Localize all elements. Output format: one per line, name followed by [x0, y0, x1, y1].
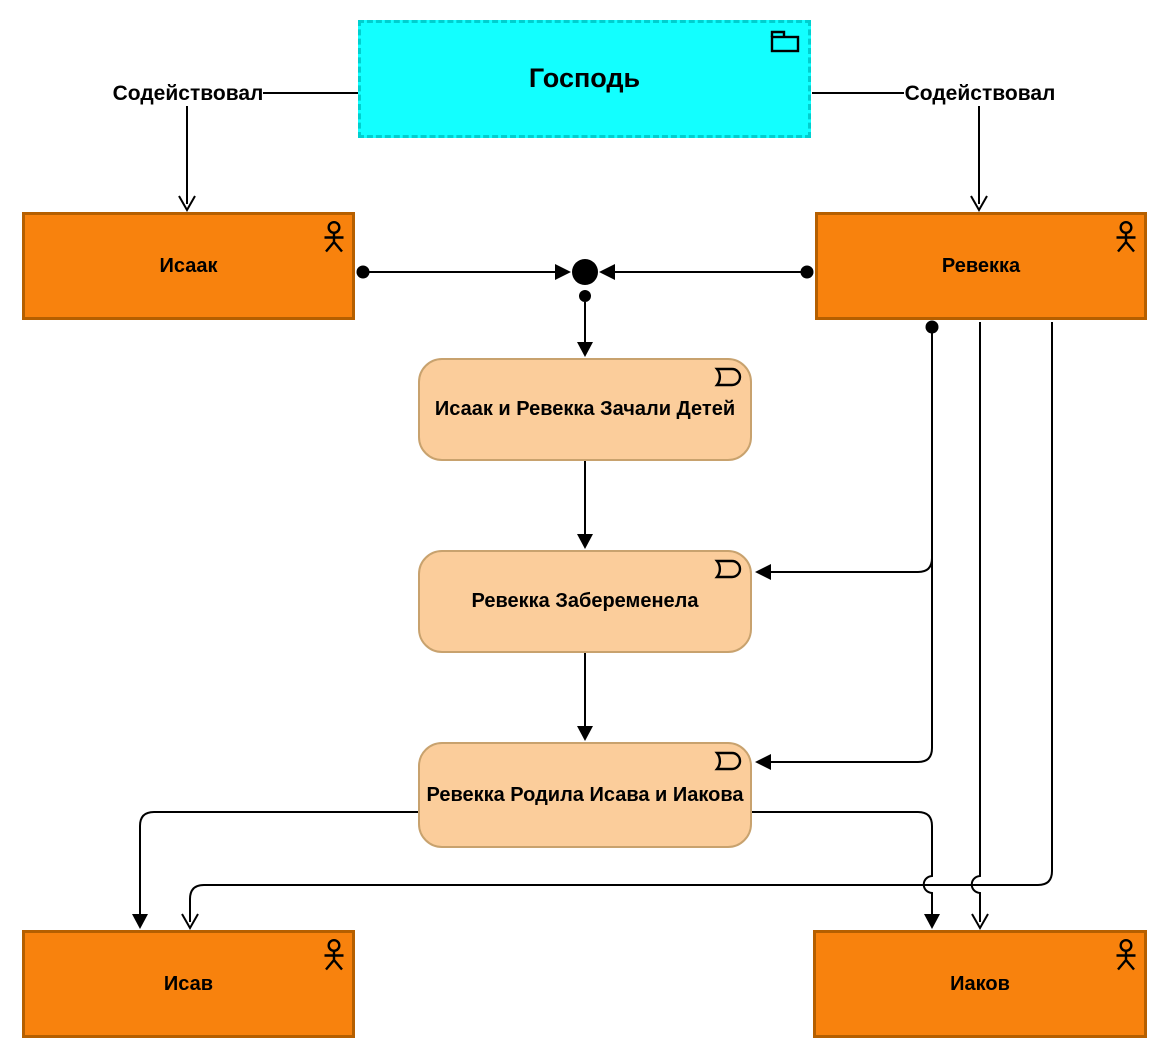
- edge-label-assisted-right: Содействовал: [904, 82, 1056, 105]
- and-junction[interactable]: [572, 259, 598, 285]
- edge-isaac-junction[interactable]: [356, 264, 572, 280]
- actor-icon: [1116, 939, 1136, 971]
- node-isaac-label: Исаак: [159, 254, 218, 277]
- node-event-pregnant[interactable]: Ревекка Забеременела: [418, 550, 752, 653]
- node-rebecca[interactable]: Ревекка: [815, 212, 1147, 320]
- edge-birth-jacob[interactable]: [752, 811, 940, 929]
- edge-rebecca-junction[interactable]: [599, 264, 814, 280]
- edge-label-assisted-left: Содействовал: [112, 82, 264, 105]
- edge-rebecca-jacob[interactable]: [970, 322, 989, 931]
- edge-rebecca-event-birth[interactable]: [755, 558, 933, 770]
- folder-icon: [770, 30, 800, 53]
- node-esau[interactable]: Исав: [22, 930, 355, 1038]
- event-icon: [714, 367, 742, 387]
- node-event-pregnant-label: Ревекка Забеременела: [471, 590, 699, 612]
- edge-junction-event-conceived[interactable]: [577, 290, 593, 357]
- edge-rebecca-event-pregnant[interactable]: [755, 320, 939, 581]
- node-lord[interactable]: Господь: [358, 20, 811, 138]
- edge-conceived-pregnant[interactable]: [577, 461, 593, 549]
- actor-icon: [324, 221, 344, 253]
- node-event-birth[interactable]: Ревекка Родила Исава и Иакова: [418, 742, 752, 848]
- node-event-conceived-label: Исаак и Ревекка Зачали Детей: [434, 398, 736, 420]
- node-jacob-label: Иаков: [950, 972, 1010, 995]
- actor-icon: [324, 939, 344, 971]
- node-event-birth-label: Ревекка Родила Исава и Иакова: [426, 783, 744, 806]
- node-isaac[interactable]: Исаак: [22, 212, 355, 320]
- actor-icon: [1116, 221, 1136, 253]
- edge-lord-isaac[interactable]: [178, 92, 358, 213]
- edge-birth-esau[interactable]: [132, 811, 418, 929]
- node-jacob[interactable]: Иаков: [813, 930, 1147, 1038]
- edge-pregnant-birth[interactable]: [577, 653, 593, 741]
- node-event-conceived[interactable]: Исаак и Ревекка Зачали Детей: [418, 358, 752, 461]
- edge-lord-rebecca[interactable]: [812, 92, 988, 213]
- node-lord-label: Господь: [528, 63, 641, 94]
- event-icon: [714, 559, 742, 579]
- node-esau-label: Исав: [163, 972, 214, 995]
- node-rebecca-label: Ревекка: [941, 254, 1021, 277]
- event-icon: [714, 751, 742, 771]
